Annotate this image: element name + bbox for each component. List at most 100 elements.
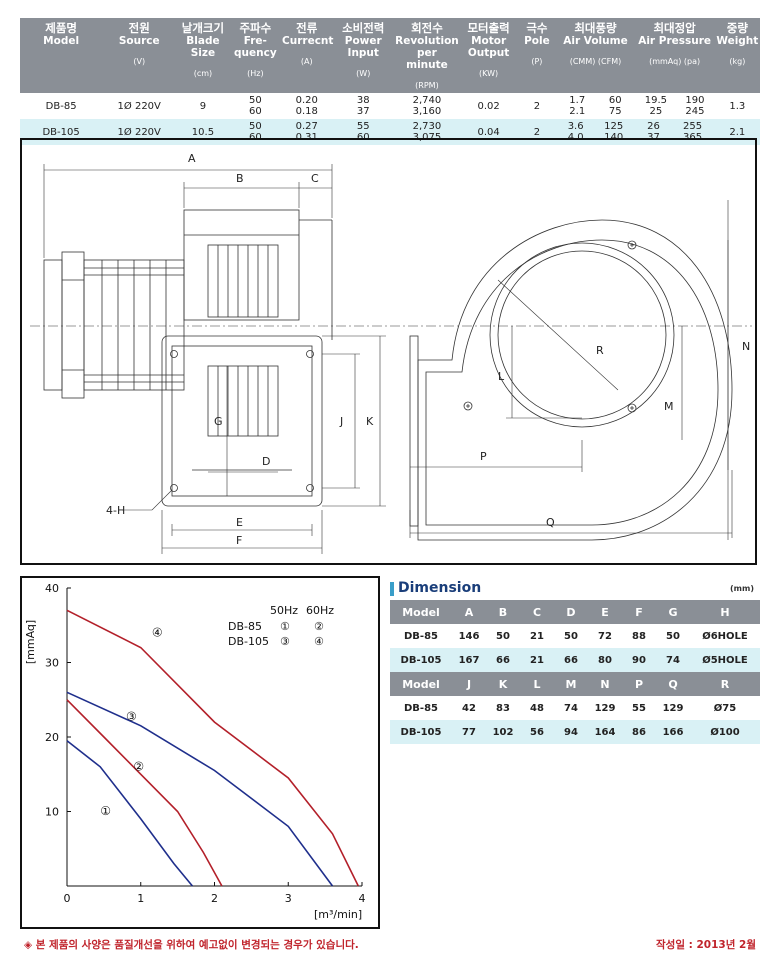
dimension-cell: Ø75 [690, 696, 760, 720]
dimension-col-header: M [554, 672, 588, 696]
dimension-cell: 94 [554, 720, 588, 744]
dimension-col-header: G [656, 600, 690, 624]
dimension-cell: 88 [622, 624, 656, 648]
dim-label-c: C [311, 172, 319, 185]
curve-label-4: ④ [152, 625, 163, 639]
spec-output: 0.04 [459, 119, 518, 145]
dimension-col-header: J [452, 672, 486, 696]
dimension-col-header: Q [656, 672, 690, 696]
dimension-cell: 66 [554, 648, 588, 672]
series-line-1 [66, 740, 194, 887]
dimension-col-header: B [486, 600, 520, 624]
dimension-col-header: Model [390, 672, 452, 696]
series-line-3 [66, 691, 334, 887]
drawing-svg: A B C D E F G J K 4-H L M N P Q R [30, 152, 752, 554]
dimension-title: Dimension [398, 580, 482, 596]
dimension-cell: 66 [486, 648, 520, 672]
dimension-cell: 74 [656, 648, 690, 672]
dimension-cell: 129 [588, 696, 622, 720]
dim-label-q: Q [546, 516, 555, 529]
spec-model: DB-105 [20, 119, 103, 145]
dim-label-r: R [596, 344, 604, 357]
dimension-cell: 77 [452, 720, 486, 744]
legend-model-db85: DB-85 [228, 620, 262, 633]
series-line-4 [66, 609, 360, 887]
chart-legend: 50Hz 60Hz DB-85 ① ② DB-105 ③ ④ [228, 604, 334, 648]
y-axis-label: [mmAq] [24, 620, 37, 664]
side-dimensions [43, 164, 386, 554]
dim-label-n: N [742, 340, 750, 353]
dim-label-4h: 4-H [106, 504, 125, 517]
front-view [409, 219, 733, 541]
dimension-header-row-2: Model J K L M N P Q R [390, 672, 760, 696]
dim-label-g: G [214, 415, 223, 428]
dimension-cell: 86 [622, 720, 656, 744]
spec-pole: 2 [517, 93, 557, 119]
dimension-cell: 167 [452, 648, 486, 672]
x-axis-label: [m³/min] [314, 908, 362, 921]
spec-pole: 2 [517, 119, 557, 145]
dimension-cell: 166 [656, 720, 690, 744]
dimension-cell: Ø5HOLE [690, 648, 760, 672]
y-tick-label: 10 [45, 806, 59, 819]
legend-marker-3: ③ [280, 635, 290, 648]
curve-label-1: ① [100, 804, 111, 818]
dimension-table: Model A B C D E F G H DB-85 146 50 21 50… [390, 600, 760, 744]
dimension-cell: 80 [588, 648, 622, 672]
footer-date: 작성일 : 2013년 2월 [656, 939, 756, 951]
dimension-col-header: Model [390, 600, 452, 624]
legend-hz50: 50Hz [270, 604, 298, 617]
dimension-cell: DB-105 [390, 720, 452, 744]
spec-weight: 1.3 [714, 93, 760, 119]
dimension-cell: 146 [452, 624, 486, 648]
dimension-row: DB-85 42 83 48 74 129 55 129 Ø75 [390, 696, 760, 720]
curve-label-2: ② [133, 760, 144, 774]
dimension-col-header: R [690, 672, 760, 696]
dim-label-l: L [498, 370, 505, 383]
x-tick-label: 2 [211, 892, 218, 905]
dimension-cell: 74 [554, 696, 588, 720]
dim-label-p: P [480, 450, 487, 463]
dimension-cell: DB-85 [390, 696, 452, 720]
dimension-cell: 83 [486, 696, 520, 720]
legend-marker-4: ④ [314, 635, 324, 648]
y-tick-label: 40 [45, 582, 59, 595]
x-tick-label: 3 [285, 892, 292, 905]
dimension-unit: (mm) [730, 584, 754, 593]
dimension-accent-bar [390, 582, 394, 596]
spec-source: 1Ø 220V [102, 93, 177, 119]
dimension-row: DB-105 77 102 56 94 164 86 166 Ø100 [390, 720, 760, 744]
dimension-col-header: H [690, 600, 760, 624]
dimension-cell: 90 [622, 648, 656, 672]
dimension-cell: 72 [588, 624, 622, 648]
dimension-cell: 50 [554, 624, 588, 648]
dimension-row: DB-105 167 66 21 66 80 90 74 Ø5HOLE [390, 648, 760, 672]
dimension-col-header: K [486, 672, 520, 696]
x-tick-label: 0 [64, 892, 71, 905]
dim-label-f: F [236, 534, 242, 547]
chart-series [66, 609, 360, 887]
spec-source: 1Ø 220V [102, 119, 177, 145]
x-tick-label: 1 [137, 892, 144, 905]
dim-label-a: A [188, 152, 196, 165]
front-dimensions [409, 200, 733, 540]
dimension-row: DB-85 146 50 21 50 72 88 50 Ø6HOLE [390, 624, 760, 648]
spec-weight: 2.1 [714, 119, 760, 145]
dimension-cell: DB-105 [390, 648, 452, 672]
